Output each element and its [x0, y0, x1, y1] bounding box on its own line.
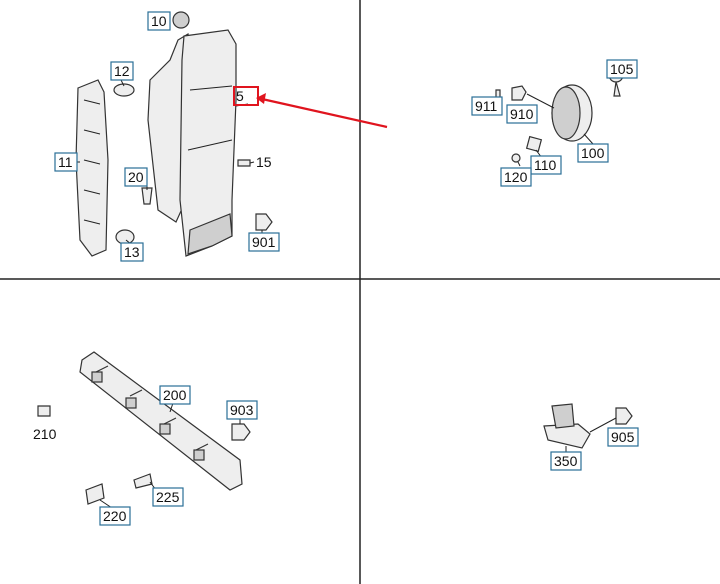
label-220: 220 [103, 508, 127, 524]
label-20: 20 [128, 169, 144, 185]
tail-lamp-group [74, 11, 273, 257]
label-110: 110 [534, 157, 557, 173]
highlight-arrowhead [256, 93, 266, 104]
label-11: 11 [58, 154, 73, 170]
license-lamp-part-350[interactable] [543, 423, 591, 449]
nut-part-110[interactable] [525, 135, 543, 153]
label-105: 105 [610, 61, 634, 77]
grommet-part-220[interactable] [85, 483, 105, 505]
washer-part-120[interactable] [511, 153, 521, 163]
brake-light-group [37, 351, 251, 509]
connector-part-905[interactable] [615, 407, 633, 425]
highlight-arrow [261, 97, 388, 129]
label-12: 12 [114, 63, 130, 79]
connector-part-910[interactable] [511, 85, 527, 101]
clip-part-20[interactable] [141, 187, 153, 205]
label-13: 13 [124, 244, 140, 260]
label-903: 903 [230, 402, 254, 418]
screw-part-210[interactable] [37, 405, 51, 417]
lamp-carrier-part-11[interactable] [75, 79, 109, 257]
bulb-part-12[interactable] [113, 83, 135, 97]
label-910: 910 [510, 106, 534, 122]
label-120: 120 [504, 169, 528, 185]
label-5: 5 [236, 88, 244, 104]
label-210: 210 [33, 426, 57, 442]
license-lamp-group [543, 403, 633, 452]
label-10: 10 [151, 13, 167, 29]
part-labels: 5 10 11 12 13 15 20 901 100 105 110 120 … [33, 11, 639, 526]
screw-part-10[interactable] [172, 11, 190, 29]
label-100: 100 [581, 145, 605, 161]
highlight-box [233, 86, 259, 106]
label-350: 350 [554, 453, 578, 469]
label-200: 200 [163, 387, 187, 403]
label-905: 905 [611, 429, 635, 445]
label-911: 911 [475, 98, 498, 114]
label-901: 901 [252, 234, 276, 250]
label-15: 15 [256, 154, 272, 170]
screw-part-225[interactable] [133, 473, 153, 489]
connector-part-903[interactable] [231, 423, 251, 441]
label-225: 225 [156, 489, 180, 505]
connector-part-901[interactable] [255, 213, 273, 231]
screw-part-15[interactable] [237, 159, 251, 167]
bulb-part-13[interactable] [115, 229, 135, 245]
light-bar-part-200[interactable] [79, 351, 243, 491]
